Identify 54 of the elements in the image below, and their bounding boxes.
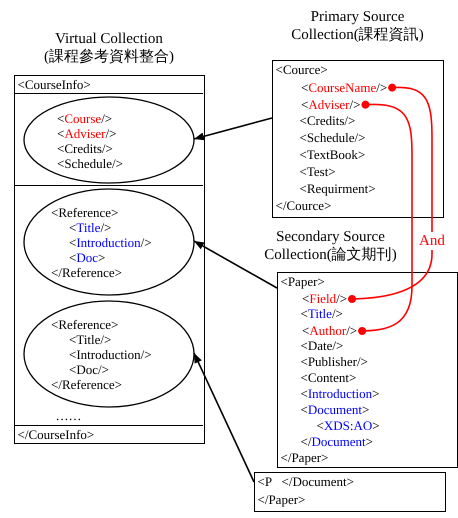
xml-tag: <Test> — [300, 164, 336, 180]
xml-tag: <CourseInfo> — [18, 76, 91, 92]
xml-tag: </CourseInfo> — [18, 426, 94, 442]
collection-box — [254, 472, 446, 512]
xml-tag: <Doc> — [69, 250, 106, 266]
xml-tag: <Document> — [300, 402, 370, 418]
xml-tag: </Paper> — [280, 450, 328, 466]
link-line — [348, 84, 433, 303]
xml-tag: <Title/> — [300, 306, 343, 322]
xml-tag: <Title/> — [69, 220, 112, 236]
xml-tag: <Date/> — [300, 338, 344, 354]
xml-tag: </Reference> — [51, 377, 122, 393]
xml-tag: <Credits/> — [57, 141, 113, 157]
xml-tag: </Reference> — [51, 265, 122, 281]
link-line — [358, 100, 413, 335]
xml-tag: <Schedule/> — [57, 156, 123, 172]
collection-heading: Secondary Source Collection(論文期刊) — [263, 228, 398, 264]
xml-tag: <Credits/> — [300, 112, 356, 128]
xml-tag: <TextBook> — [300, 146, 366, 162]
xml-tag: </Document> — [300, 434, 373, 450]
xml-tag: </Cource> — [276, 198, 332, 214]
xml-tag: <XDS:AO> — [316, 418, 380, 434]
xml-tag: <CourseName/> — [301, 80, 388, 96]
xml-tag: <Adviser/> — [301, 97, 360, 113]
ellipsis: …… — [56, 408, 82, 424]
xml-tag: <Title/> — [69, 332, 112, 348]
xml-tag: <Introduction/> — [69, 235, 152, 251]
xml-tag: <Doc/> — [69, 362, 109, 378]
xml-tag: <Cource> — [276, 62, 328, 78]
xml-tag: <Introduction> — [300, 386, 380, 402]
collection-heading: Primary Source Collection(課程資訊) — [290, 8, 425, 44]
xml-tag: <P — [258, 474, 272, 490]
xml-tag: <Reference> — [51, 205, 118, 221]
xml-tag: <Paper> — [280, 274, 325, 290]
arrow — [194, 117, 272, 140]
xml-tag: <Introduction/> — [69, 347, 152, 363]
collection-heading: Virtual Collection (課程參考資料整合) — [43, 30, 175, 66]
arrow — [193, 352, 255, 482]
xml-tag: <Content> — [300, 370, 356, 386]
xml-tag: </Paper> — [258, 492, 306, 508]
group-ellipse — [23, 96, 195, 184]
xml-tag: <Publisher/> — [300, 354, 368, 370]
group-ellipse — [23, 188, 195, 296]
xml-tag: </Document> — [282, 474, 354, 490]
xml-tag: <Field/> — [302, 291, 348, 307]
edge-label: And — [418, 232, 446, 250]
xml-tag: <Reference> — [51, 317, 118, 333]
arrow — [194, 240, 278, 289]
xml-tag: <Schedule/> — [300, 130, 366, 146]
xml-tag: <Course/> — [57, 111, 112, 127]
xml-tag: <Adviser/> — [57, 126, 116, 142]
xml-tag: <Requirment> — [300, 180, 376, 196]
group-ellipse — [23, 300, 195, 408]
xml-tag: <Author/> — [302, 323, 358, 339]
